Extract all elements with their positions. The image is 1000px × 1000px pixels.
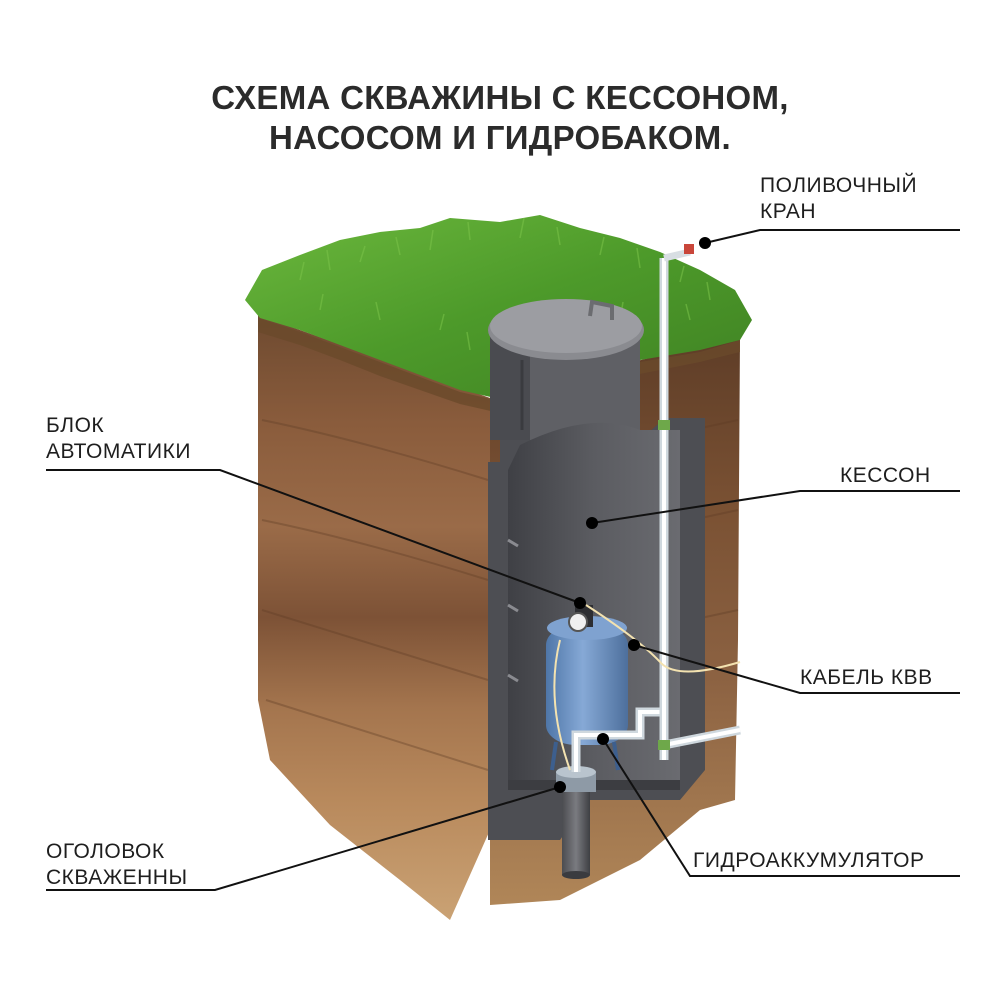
label-accumulator: ГИДРОАККУМУЛЯТОР [693, 848, 924, 874]
soil-front-face [258, 315, 490, 920]
label-watering-tap-line-2: КРАН [760, 199, 917, 225]
label-caisson: КЕССОН [840, 463, 931, 489]
well-casing [562, 790, 590, 875]
label-automation-block: БЛОК АВТОМАТИКИ [46, 413, 191, 465]
label-automation-line-1: БЛОК [46, 413, 191, 439]
label-wellhead-line-1: ОГОЛОВОК [46, 839, 188, 865]
label-wellhead-line-2: СКВАЖЕННЫ [46, 865, 188, 891]
watering-tap [664, 244, 694, 258]
label-wellhead: ОГОЛОВОК СКВАЖЕННЫ [46, 839, 188, 891]
label-watering-tap-line-1: ПОЛИВОЧНЫЙ [760, 173, 917, 199]
label-automation-line-2: АВТОМАТИКИ [46, 439, 191, 465]
label-watering-tap: ПОЛИВОЧНЫЙ КРАН [760, 173, 917, 225]
label-kvv-cable: КАБЕЛЬ КВВ [800, 665, 933, 691]
pressure-gauge [569, 613, 587, 631]
